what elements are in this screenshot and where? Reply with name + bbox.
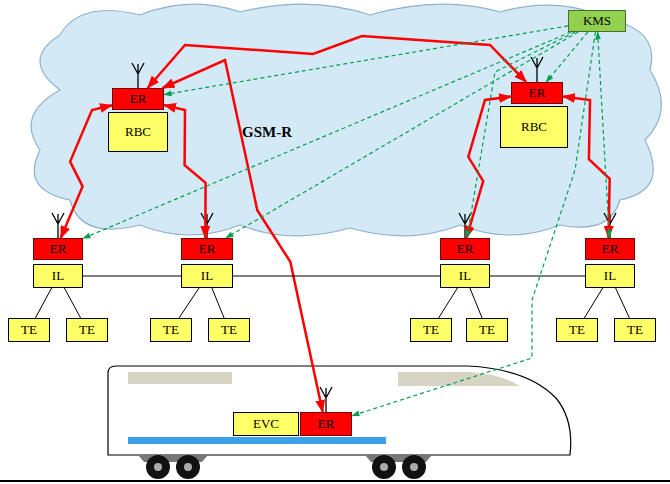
- trackside-box: TE: [8, 318, 50, 342]
- box-label: TE: [79, 323, 95, 337]
- key-distribution-arrow: [546, 32, 588, 82]
- radio-link-arrow: [61, 105, 112, 238]
- box-label: TE: [569, 323, 585, 337]
- box-label: IL: [604, 269, 616, 283]
- box-label: ER: [50, 242, 67, 256]
- train-stripe: [128, 437, 386, 444]
- wire-line: [64, 288, 80, 318]
- trackside-box: TE: [556, 318, 598, 342]
- key-distribution-arrow: [226, 32, 578, 238]
- interlocking-box: IL: [33, 264, 83, 288]
- box-label: ER: [199, 242, 216, 256]
- box-label: ER: [130, 92, 147, 106]
- box-label: TE: [21, 323, 37, 337]
- train-wheel: [372, 455, 396, 479]
- key-distribution-arrow: [164, 26, 568, 95]
- trackside-box: TE: [466, 318, 508, 342]
- box-label: TE: [163, 323, 179, 337]
- train-window: [128, 372, 232, 384]
- wire-line: [212, 288, 224, 318]
- key-distribution-arrow: [467, 32, 575, 238]
- box-label: TE: [627, 323, 643, 337]
- train-window: [398, 372, 520, 386]
- trackside-box: TE: [66, 318, 108, 342]
- box-label: EVC: [253, 417, 279, 431]
- wheel-hub: [154, 463, 162, 471]
- radio-link-arrow: [467, 97, 512, 239]
- key-distribution-arrow: [83, 32, 571, 238]
- trackside-box: TE: [614, 318, 656, 342]
- antenna: [132, 63, 144, 88]
- rbc-box: RBC: [108, 112, 168, 152]
- train-wheel: [402, 455, 426, 479]
- key-management-box: KMS: [568, 10, 626, 32]
- trackside-box: TE: [150, 318, 192, 342]
- box-label: TE: [423, 323, 439, 337]
- network-label: GSM-R: [242, 124, 292, 141]
- wire-line: [584, 288, 602, 318]
- wire-line: [83, 276, 181, 277]
- antenna-symbols: [52, 57, 616, 412]
- radio-box: ER: [112, 88, 164, 110]
- trackside-box: TE: [410, 318, 452, 342]
- key-distribution-arrow: [352, 32, 595, 416]
- interlocking-box: IL: [440, 264, 490, 288]
- radio-box: ER: [181, 238, 233, 260]
- box-label: ER: [318, 417, 335, 431]
- box-label: TE: [221, 323, 237, 337]
- wire-line: [470, 288, 482, 318]
- box-label: TE: [479, 323, 495, 337]
- radio-link-arrow: [164, 105, 206, 238]
- box-label: IL: [459, 269, 471, 283]
- wire-line: [179, 288, 199, 318]
- antenna: [531, 57, 543, 82]
- box-label: RBC: [521, 120, 547, 134]
- box-label: RBC: [125, 125, 151, 139]
- radio-box: ER: [33, 238, 83, 260]
- wire-line: [490, 276, 585, 277]
- box-label: ER: [602, 242, 619, 256]
- train-body: [108, 366, 571, 455]
- radio-box: ER: [585, 238, 635, 260]
- radio-box: ER: [440, 238, 490, 260]
- wheel-hub: [184, 463, 192, 471]
- wire-line: [35, 288, 51, 318]
- wire-line: [616, 288, 630, 318]
- box-label: KMS: [583, 14, 611, 28]
- trackside-box: TE: [208, 318, 250, 342]
- radio-box: ER: [300, 412, 352, 436]
- key-distribution-arrow: [598, 32, 610, 238]
- interlocking-box: IL: [585, 264, 635, 288]
- box-label: ER: [529, 86, 546, 100]
- box-label: IL: [201, 269, 213, 283]
- antenna: [201, 213, 213, 238]
- rbc-box: RBC: [500, 106, 568, 148]
- train-wheel: [176, 455, 200, 479]
- interlocking-box: IL: [181, 264, 233, 288]
- train-wheel: [146, 455, 170, 479]
- wire-line: [439, 288, 458, 318]
- radio-link-arrow: [163, 60, 323, 412]
- wheel-hub: [380, 463, 388, 471]
- evc-box: EVC: [233, 412, 299, 436]
- rail-line: [0, 480, 670, 482]
- box-label: ER: [457, 242, 474, 256]
- wire-line: [233, 276, 440, 277]
- radio-link-arrow: [148, 36, 527, 88]
- radio-box: ER: [511, 82, 563, 104]
- wheel-hub: [410, 463, 418, 471]
- box-label: IL: [52, 269, 64, 283]
